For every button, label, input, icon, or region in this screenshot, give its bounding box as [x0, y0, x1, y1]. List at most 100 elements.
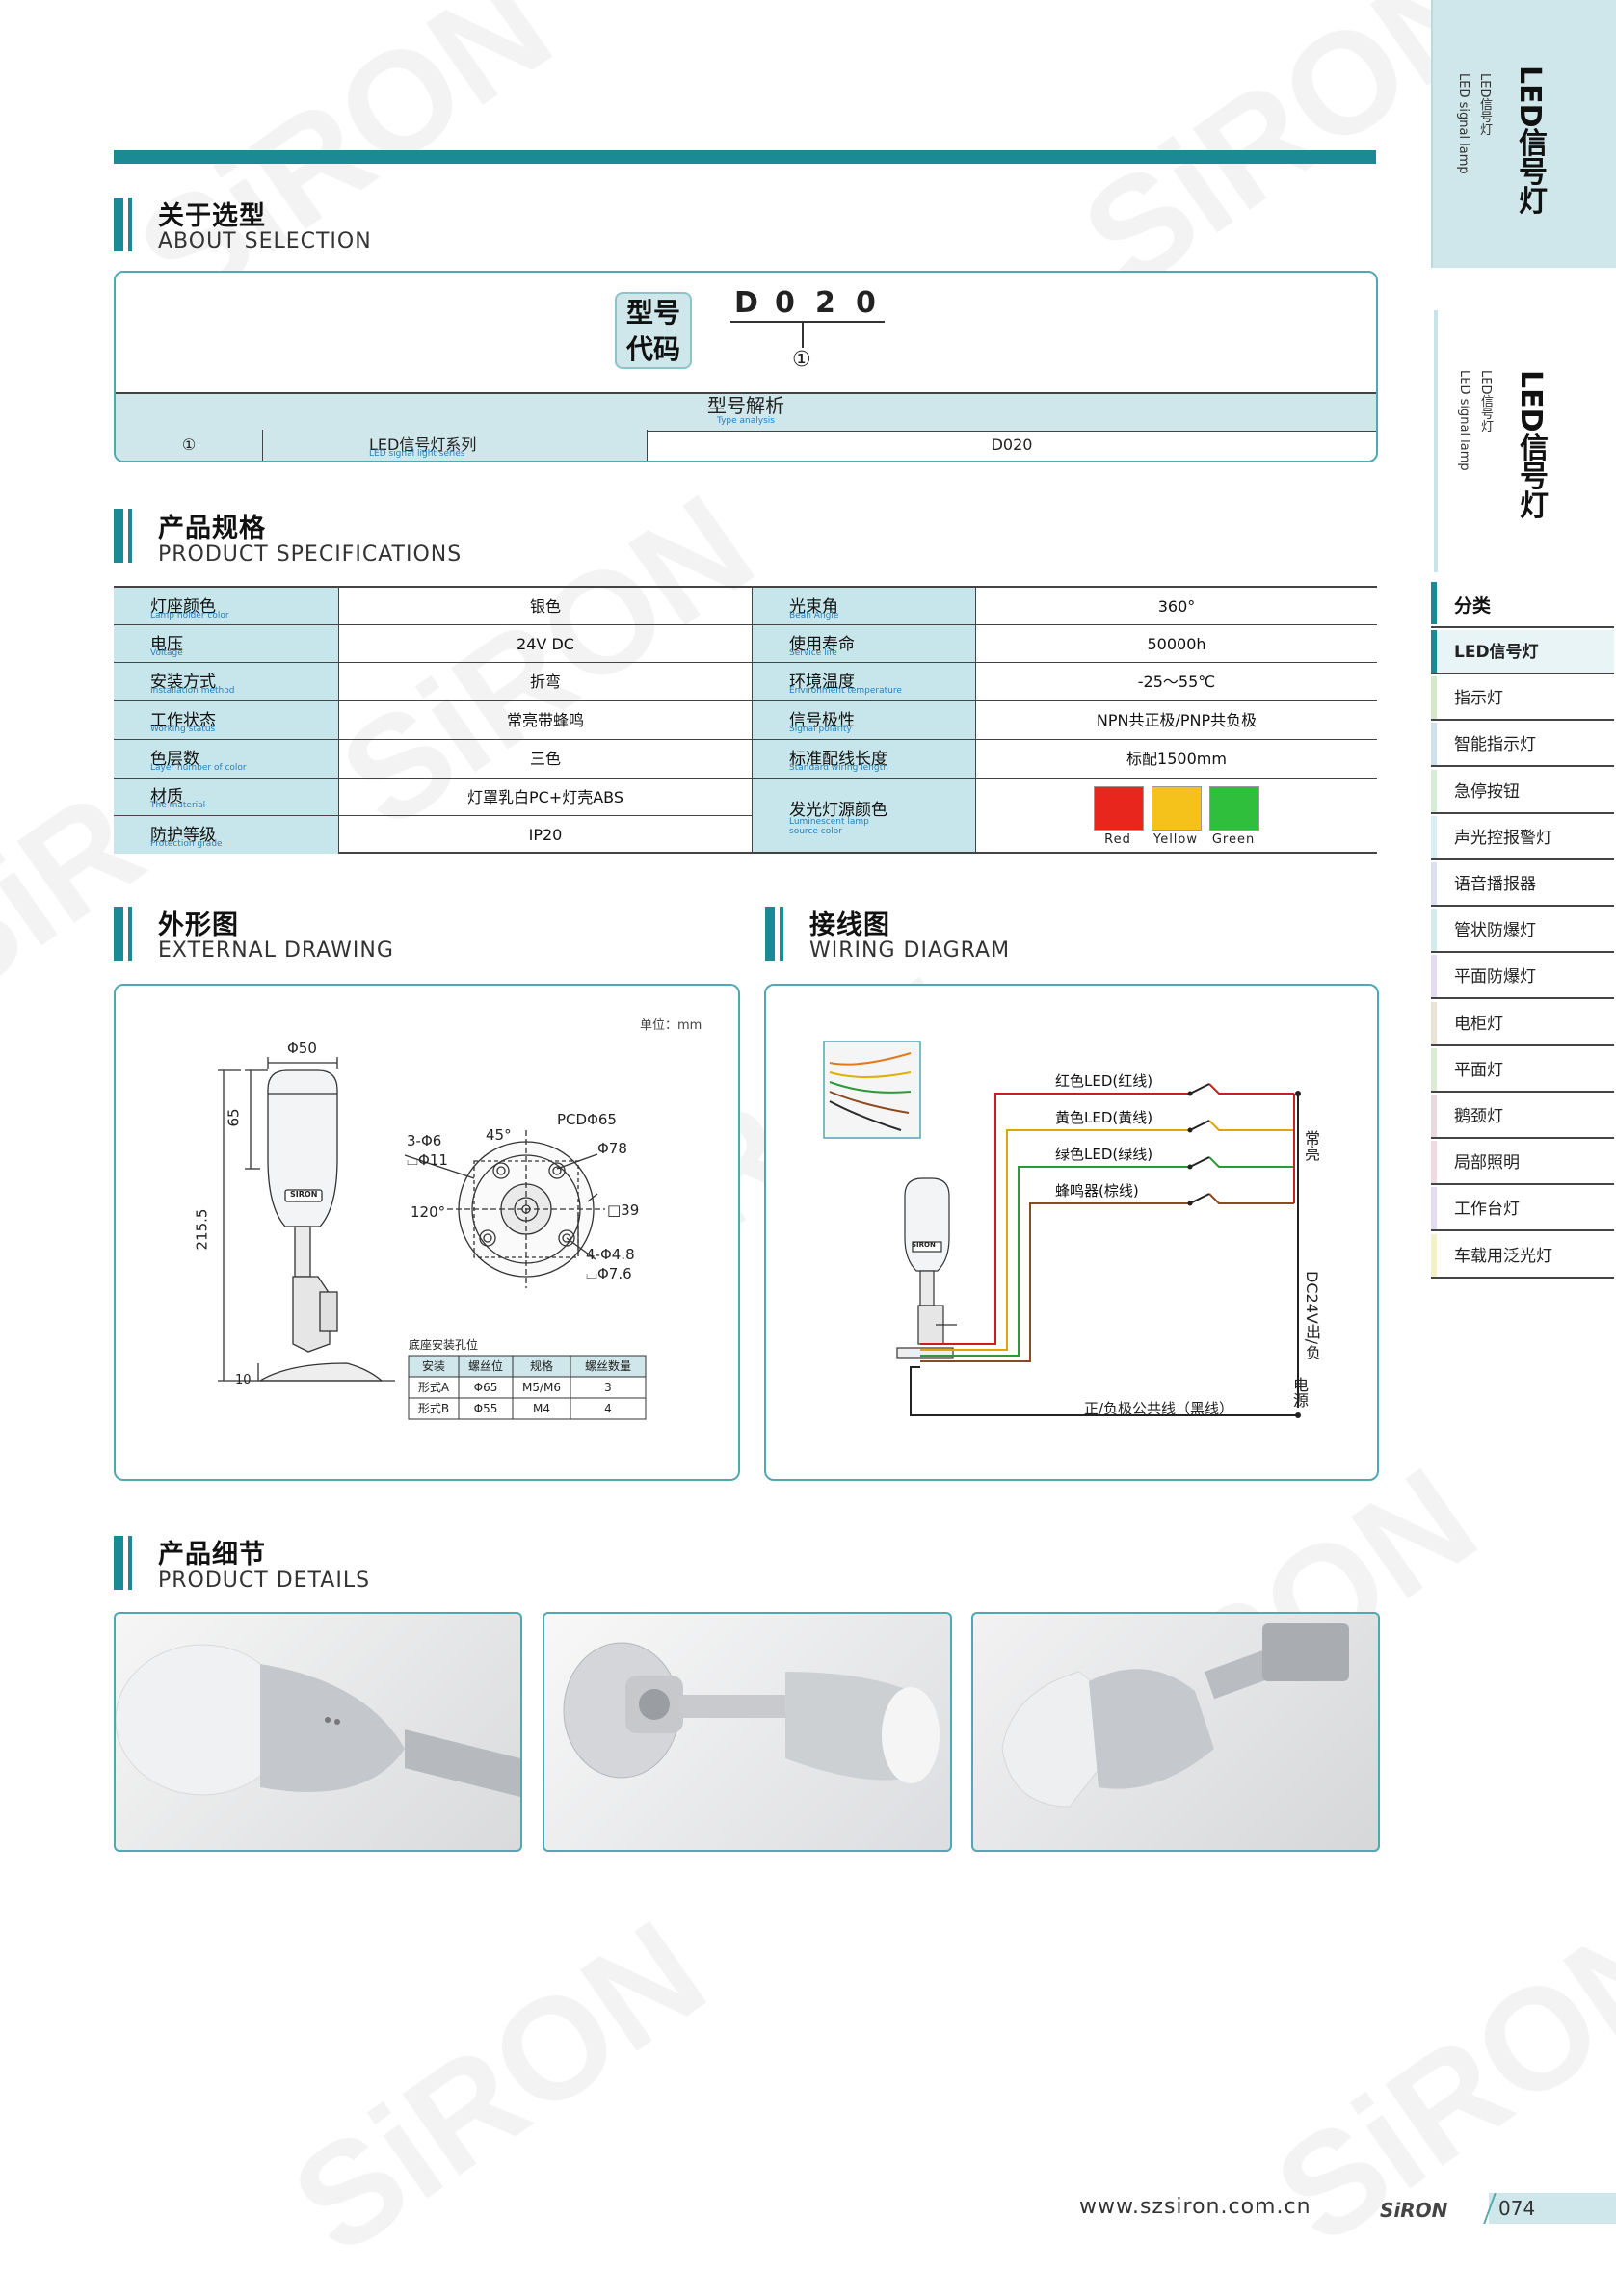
spec-value: 三色 [529, 749, 561, 768]
side-menu-color-mark [1431, 1141, 1437, 1184]
angle-120: 120° [411, 1203, 446, 1221]
side-menu-item-label: 声光控报警灯 [1454, 828, 1552, 848]
side-menu-item[interactable]: 工作台灯 [1431, 1187, 1614, 1232]
table-cell: Φ65 [473, 1381, 498, 1394]
side-menu-item[interactable]: 急停按钮 [1431, 769, 1614, 814]
external-drawing-svg [218, 1057, 647, 1420]
spec-value: IP20 [528, 826, 563, 845]
model-code-chars: D 0 2 0 [730, 286, 885, 323]
section-title-en: EXTERNAL DRAWING [158, 938, 394, 963]
side-menu-item-label: 平面防爆灯 [1454, 967, 1536, 988]
dim-top: 65 [225, 1108, 243, 1127]
detail-photo-3 [971, 1612, 1380, 1852]
wire-line [920, 1193, 1294, 1362]
spec-value: 灯罩乳白PC+灯壳ABS [466, 787, 624, 806]
section-title-en: ABOUT SELECTION [158, 229, 372, 253]
color-swatch-label: Red [1104, 831, 1131, 847]
spec-label-cn: 材质 [150, 787, 183, 807]
spec-value: 24V DC [517, 634, 574, 653]
spec-label-en: Bean Angle [789, 610, 839, 620]
side-menu-item-label: 智能指示灯 [1454, 735, 1536, 755]
side-menu-item[interactable]: 平面灯 [1431, 1047, 1614, 1093]
wire-label: 红色LED(红线) [1055, 1072, 1153, 1090]
spec-label-cn: 环境温度 [789, 673, 855, 693]
side-menu-color-mark [1431, 1095, 1437, 1137]
wire-label: 绿色LED(绿线) [1055, 1146, 1153, 1163]
switch-node [1187, 1201, 1193, 1206]
side-menu-item-label: 车载用泛光灯 [1454, 1246, 1552, 1266]
spec-label-cn: 电压 [150, 634, 183, 654]
spec-label-en: Signal polarity [789, 724, 852, 734]
top-accent-bar [114, 150, 1376, 164]
section-marker [765, 907, 775, 961]
side-menu-item[interactable]: 智能指示灯 [1431, 723, 1614, 768]
side-menu-item-label: 指示灯 [1454, 689, 1503, 709]
side-menu-item[interactable]: 指示灯 [1431, 676, 1614, 722]
side-menu-item[interactable]: 鹅颈灯 [1431, 1095, 1614, 1139]
side-menu-item[interactable]: LED信号灯 [1431, 630, 1614, 674]
switch-contact [1189, 1120, 1210, 1131]
side-menu-item[interactable]: 电柜灯 [1431, 1001, 1614, 1046]
side-menu-item-label: 平面灯 [1454, 1060, 1503, 1080]
side-menu-color-mark [1431, 1233, 1437, 1277]
spec-label-cn: 信号极性 [789, 710, 855, 730]
spec-value: NPN共正极/PNP共负极 [1096, 711, 1258, 730]
section-marker [128, 907, 132, 961]
switch-contact [1189, 1156, 1210, 1168]
d78-label: Φ78 [597, 1140, 627, 1157]
spec-label-en: Lamp holder color [150, 610, 229, 620]
spec-label-en: Protection grade [150, 839, 223, 850]
section-marker [128, 1536, 132, 1590]
color-swatch-label: Yellow [1152, 831, 1199, 847]
spec-value: 50000h [1147, 634, 1206, 653]
power-label: DC24V出/负 [1303, 1271, 1321, 1360]
side-menu-item[interactable]: 管状防爆灯 [1431, 909, 1614, 954]
side-menu-color-mark [1431, 1187, 1437, 1230]
section-marker [114, 509, 123, 563]
wiring-lines [910, 1083, 1301, 1418]
spec-label-en: Voltage [150, 647, 183, 658]
section-title-cn: 外形图 [158, 910, 239, 940]
side-tab-title: LED信号灯 [1514, 370, 1548, 519]
switch-node [1187, 1127, 1193, 1133]
page-number: 074 [1498, 2197, 1536, 2220]
table-header-cell: 螺丝数量 [584, 1359, 631, 1373]
side-menu-color-mark [1431, 769, 1437, 812]
dim-width: Φ50 [287, 1040, 317, 1057]
spec-label-en: Working status [150, 724, 216, 734]
spec-value: 常亮带蜂鸣 [506, 711, 584, 730]
brand-tag: SIRON [290, 1190, 318, 1199]
terminal-node [1295, 1091, 1301, 1096]
brand-logo: SiRON [1380, 2199, 1448, 2222]
model-marker: ① [792, 348, 811, 372]
side-menu-item[interactable]: 局部照明 [1431, 1141, 1614, 1186]
section-title-cn: 接线图 [809, 910, 890, 940]
model-code-badge: 型号代码 [615, 292, 692, 369]
side-menu-item[interactable]: 声光控报警灯 [1431, 815, 1614, 860]
spec-label-cn: 工作状态 [150, 710, 216, 730]
side-menu-heading: 分类 [1431, 580, 1614, 628]
side-menu-color-mark [1431, 630, 1437, 673]
side-menu-item-label: 急停按钮 [1454, 781, 1520, 802]
side-tab-2[interactable]: LED信号灯 LED信号灯 LED signal lamp [1434, 310, 1616, 572]
detail-photo-2 [543, 1612, 952, 1852]
spec-value: 银色 [529, 597, 561, 616]
analysis-row: ① LED信号灯系列 LED signal light series D020 [116, 430, 1376, 461]
wire-line [920, 1120, 1294, 1351]
spec-label-cn: 标准配线长度 [789, 749, 887, 769]
website-url[interactable]: www.szsiron.com.cn [1079, 2195, 1311, 2219]
side-menu-item[interactable]: 车载用泛光灯 [1431, 1233, 1614, 1279]
spec-label-en: Luminescent lamp source color [789, 816, 869, 836]
side-tab-1[interactable]: LED信号灯 LED信号灯 LED signal lamp [1431, 0, 1616, 268]
side-tab-title: LED信号灯 [1513, 66, 1547, 215]
section-marker [128, 198, 132, 251]
external-drawing-box: 单位：mm [114, 984, 740, 1481]
side-menu-item[interactable]: 语音播报器 [1431, 862, 1614, 907]
spec-value: -25～55℃ [1137, 673, 1216, 692]
side-menu-item[interactable]: 平面防爆灯 [1431, 955, 1614, 1000]
